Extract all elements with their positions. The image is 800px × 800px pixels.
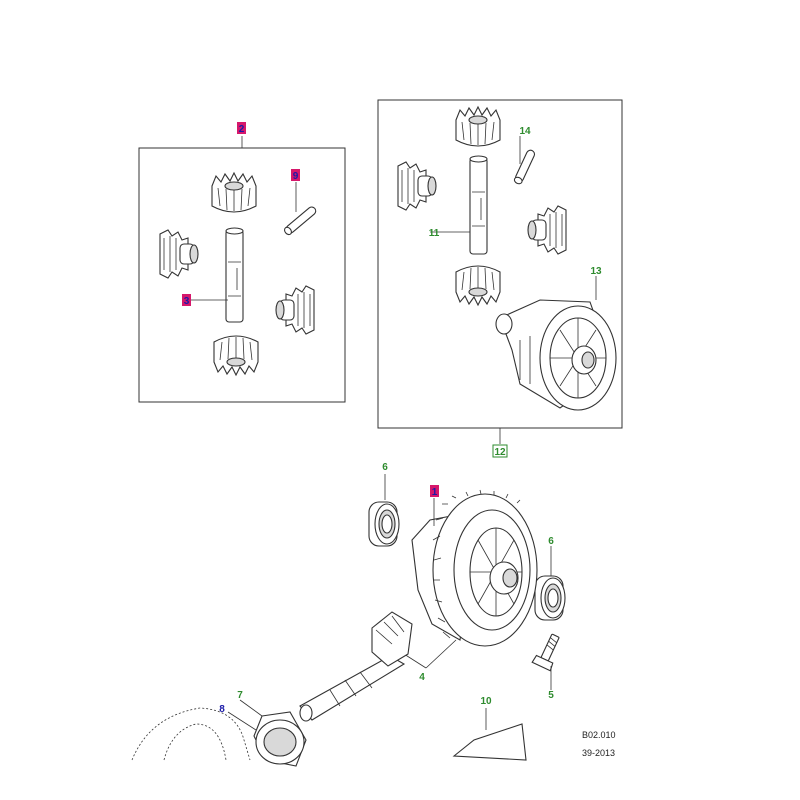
roll-pin-right bbox=[513, 149, 536, 185]
pinion-bearing bbox=[253, 711, 307, 767]
bevel-gear-upper-left bbox=[211, 172, 257, 213]
side-gear-mid-right bbox=[527, 205, 567, 255]
pinion-shaft bbox=[299, 611, 413, 722]
diagram-code: B02.010 bbox=[582, 730, 616, 740]
callout-4: 4 bbox=[419, 672, 425, 683]
callout-1: 1 bbox=[430, 485, 439, 498]
bearing-right bbox=[534, 575, 566, 621]
svg-text:9: 9 bbox=[293, 171, 299, 182]
bevel-gear-upper-right bbox=[455, 106, 501, 147]
callout-2: 2 bbox=[237, 122, 246, 135]
bevel-gear-lower-right bbox=[455, 265, 501, 306]
diagram-date: 39-2013 bbox=[582, 748, 615, 758]
svg-text:3: 3 bbox=[184, 296, 190, 307]
group-box-2 bbox=[138, 136, 346, 403]
side-gear-left bbox=[159, 229, 199, 279]
cross-shaft-left bbox=[225, 227, 244, 323]
side-gear-right bbox=[275, 285, 315, 335]
callout-10: 10 bbox=[480, 696, 492, 707]
callout-3: 3 bbox=[182, 294, 191, 307]
bevel-gear-lower-left bbox=[213, 335, 259, 376]
callout-13: 13 bbox=[590, 266, 602, 277]
seal-tool bbox=[452, 708, 527, 761]
callout-5: 5 bbox=[548, 690, 554, 701]
callout-14: 14 bbox=[519, 126, 531, 137]
svg-text:2: 2 bbox=[239, 124, 245, 135]
side-gear-upper-right bbox=[397, 161, 437, 211]
bearing-upper bbox=[368, 501, 400, 547]
roll-pin-left bbox=[283, 206, 317, 236]
crown-wheel-differential bbox=[411, 489, 538, 647]
svg-text:12: 12 bbox=[494, 447, 506, 458]
differential-case bbox=[495, 299, 617, 411]
callout-12: 12 bbox=[492, 444, 508, 458]
lower-assembly bbox=[131, 474, 566, 767]
svg-text:1: 1 bbox=[432, 487, 438, 498]
group-box-12 bbox=[377, 99, 623, 444]
callout-9: 9 bbox=[291, 169, 300, 182]
callout-11: 11 bbox=[429, 228, 440, 239]
callout-8: 8 bbox=[219, 704, 225, 715]
callout-6-upper: 6 bbox=[382, 462, 388, 473]
callout-7: 7 bbox=[237, 690, 243, 701]
callout-6-right: 6 bbox=[548, 536, 554, 547]
axle-housing-partial bbox=[131, 707, 251, 761]
bolt bbox=[531, 633, 560, 672]
cross-shaft-right bbox=[469, 155, 488, 255]
